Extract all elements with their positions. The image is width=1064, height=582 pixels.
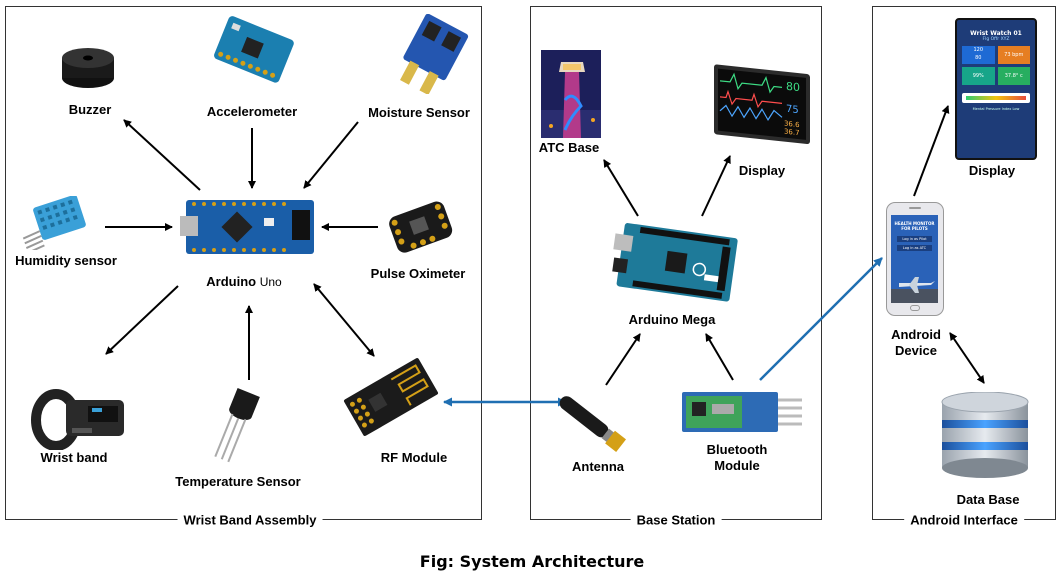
monitor-value-3: 36.6 [784,119,800,130]
watch-spo2-tile: 99% [962,67,995,85]
watch-footer: Mental Pressure Index Low [972,107,1020,111]
bluetooth-module-label: Bluetooth Module [707,442,768,474]
temperature-sensor-label: Temperature Sensor [175,474,301,489]
android-device-label-line1: Android [891,327,941,342]
display-monitor-image: 80 75 36.6 36.7 [714,64,810,145]
android-device-label: Android Device [891,327,941,359]
temperature-sensor-image [214,387,260,463]
wrist-band-image [31,389,124,450]
bluetooth-label-line2: Module [714,458,760,473]
accelerometer-label: Accelerometer [206,104,298,119]
humidity-sensor-image [22,196,86,250]
base-station-caption: Base Station [630,512,722,528]
bluetooth-module-image [682,392,802,432]
wrist-band-assembly-caption: Wrist Band Assembly [177,512,323,528]
arduino-uno-label-suffix: Uno [259,275,282,289]
watch-stress-bar [962,93,1030,103]
android-phone-image: HEALTH MONITOR FOR PILOTS Log in as Pilo… [886,202,944,316]
wrist-band-label: Wrist band [40,450,108,465]
phone-screen: HEALTH MONITOR FOR PILOTS Log in as Pilo… [891,215,938,303]
monitor-value-2: 75 [786,104,799,116]
phone-title: HEALTH MONITOR FOR PILOTS [894,221,935,231]
base-display-label: Display [738,163,786,178]
pulse-oximeter-image [389,201,453,253]
android-device-label-line2: Device [895,343,937,358]
database-icon [941,392,1029,478]
database-label: Data Base [956,492,1020,507]
humidity-sensor-label: Humidity sensor [15,253,117,268]
watch-bp-tile: 120 80 [962,46,995,64]
arduino-mega-label: Arduino Mega [628,312,716,327]
pulse-oximeter-label: Pulse Oximeter [370,266,466,281]
monitor-value-4: 36.7 [784,127,800,138]
antenna-label: Antenna [572,459,624,474]
watch-subtitle: Flg Offr XYZ [982,37,1010,42]
bluetooth-label-line1: Bluetooth [706,442,768,457]
android-interface-caption: Android Interface [904,512,1024,528]
moisture-sensor-image [400,14,469,94]
arduino-uno-label-main: Arduino [206,274,257,289]
watch-temp-tile: 37.8° c [997,67,1030,85]
antenna-image [559,396,627,453]
atc-base-label: ATC Base [538,140,600,155]
watch-title: Wrist Watch 01 [970,30,1022,37]
watch-bpm-tile: 73 bpm [997,46,1030,64]
phone-airplane-icon [891,277,938,303]
buzzer-label: Buzzer [68,102,112,117]
atc-base-image [541,50,601,138]
moisture-sensor-label: Moisture Sensor [368,105,470,120]
rf-module-label: RF Module [380,450,448,465]
buzzer-image [62,48,114,88]
monitor-value-1: 80 [786,80,800,94]
phone-btn-atc[interactable]: Log in as ATC [897,245,932,251]
phone-btn-pilot[interactable]: Log in as Pilot [897,236,932,242]
watch-display-screen: Wrist Watch 01 Flg Offr XYZ 120 80 73 bp… [955,18,1037,160]
figure-caption: Fig: System Architecture [419,552,645,571]
rf-module-image [343,358,439,436]
arduino-uno-image [180,200,314,254]
android-display-label: Display [968,163,1016,178]
arduino-uno-label: Arduino Uno [206,274,281,290]
accelerometer-image [214,16,294,83]
arduino-mega-image [612,223,738,302]
